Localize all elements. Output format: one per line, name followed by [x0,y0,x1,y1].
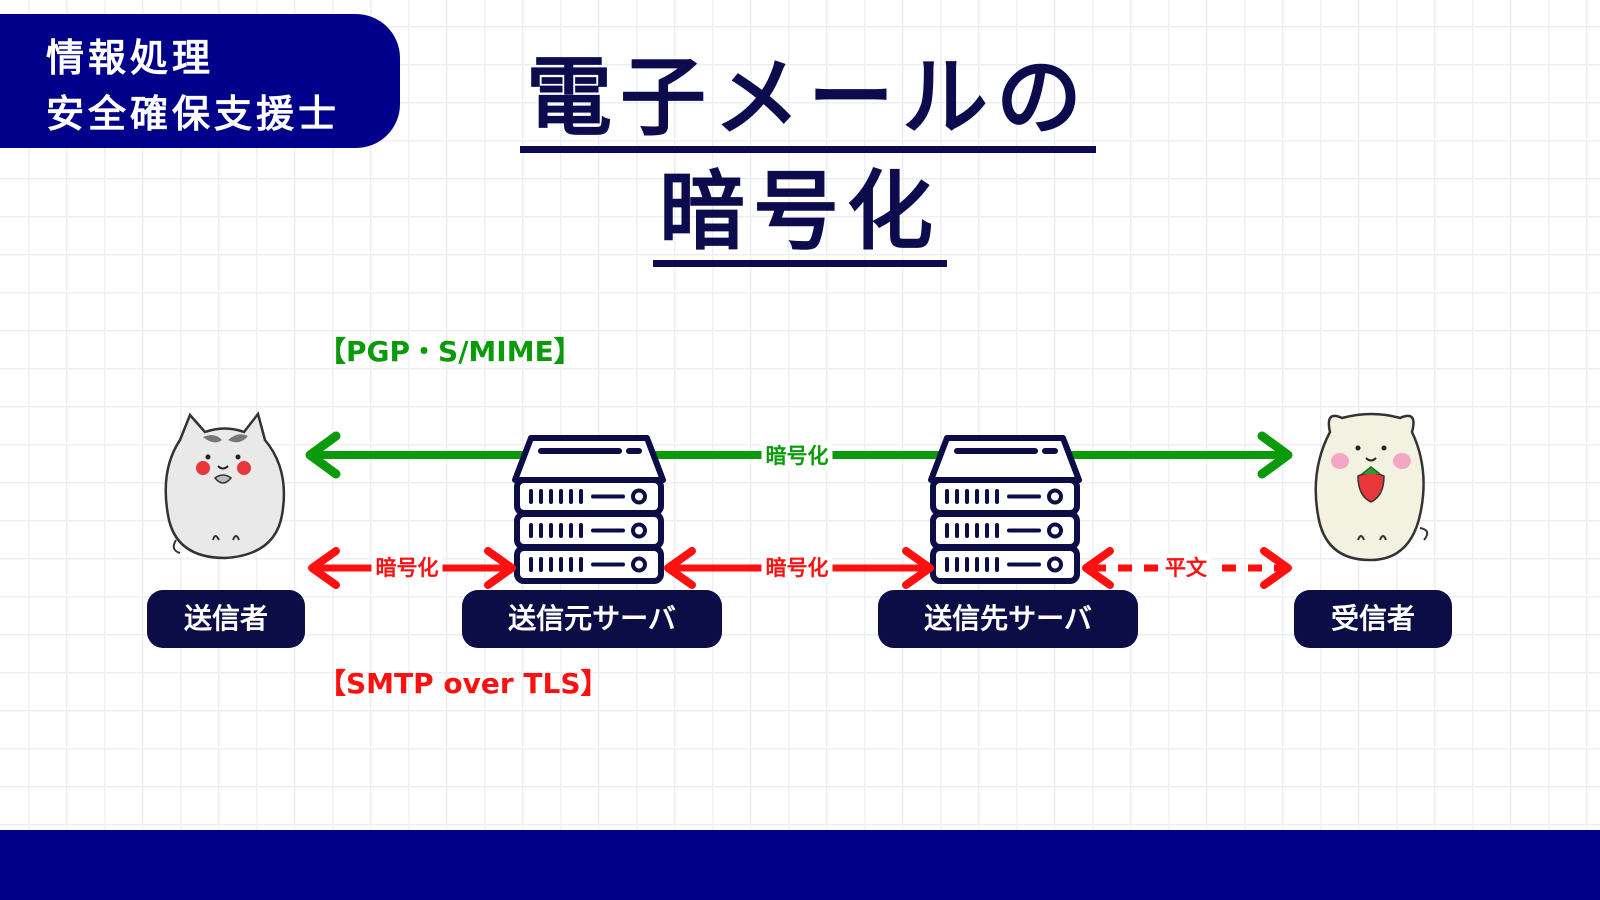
end-to-end-encryption-label: 暗号化 [761,442,833,470]
receiver-node: 受信者 [1294,590,1452,648]
dest-server-node: 送信先サーバ [878,590,1138,648]
page-title-line2-wrap: 暗号化 [520,164,1080,267]
page-title-line1: 電子メールの [520,50,1096,153]
source-to-dest-label: 暗号化 [761,554,833,582]
pgp-smime-label: 【PGP・S/MIME】 [318,335,582,368]
page-title-line1-wrap: 電子メールの [520,50,1096,153]
page-title-line2: 暗号化 [653,164,947,267]
dest-to-receiver-label: 平文 [1161,554,1211,582]
cat-character-icon [164,411,286,560]
category-badge-line1: 情報処理 [46,36,215,80]
category-badge-line2: 安全確保支援士 [46,92,341,136]
smtp-over-tls-label: 【SMTP over TLS】 [318,667,609,700]
sender-to-source-label: 暗号化 [371,554,443,582]
dest-to-receiver-dashed-arrow [1082,547,1292,589]
hamster-with-strawberry-icon [1314,412,1429,562]
server-rack-icon [931,438,1079,581]
sender-node: 送信者 [147,590,305,648]
category-badge: 情報処理 安全確保支援士 [0,14,400,148]
footer-bar [0,830,1600,900]
source-server-node: 送信元サーバ [462,590,722,648]
server-rack-icon [515,438,663,581]
